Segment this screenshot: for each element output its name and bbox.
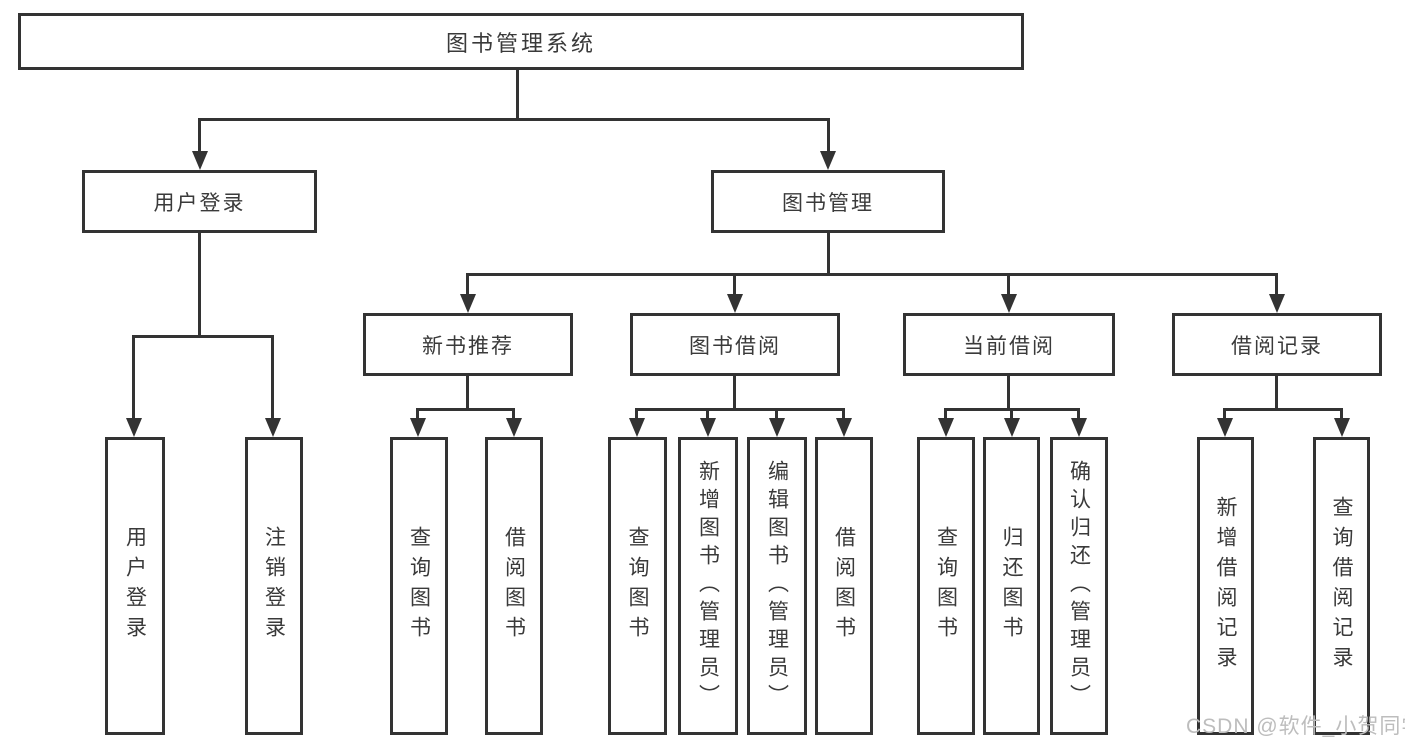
- connector-line: [827, 233, 830, 273]
- leaf-logout: 注销登录: [245, 437, 303, 735]
- connector-line: [1010, 408, 1013, 421]
- connector-line: [1077, 408, 1080, 421]
- arrowhead: [460, 294, 476, 313]
- arrowhead: [629, 418, 645, 437]
- connector-line: [733, 273, 736, 297]
- connector-line: [1275, 376, 1278, 408]
- connector-line: [842, 408, 845, 421]
- leaf-confirm-return-admin: 确认归还（管理员）: [1050, 437, 1108, 735]
- node-user-login-label: 用户登录: [153, 191, 246, 215]
- leaf-return-book: 归还图书: [983, 437, 1040, 735]
- arrowhead: [1004, 418, 1020, 437]
- connector-line: [466, 273, 1278, 276]
- connector-line: [466, 376, 469, 408]
- leaf-borrow-books-borrowing: 借阅图书: [815, 437, 873, 735]
- node-library-system: 图书管理系统: [18, 13, 1024, 70]
- connector-line: [271, 335, 274, 420]
- connector-line: [1340, 408, 1343, 421]
- node-borrowing-records-label: 借阅记录: [1231, 334, 1323, 358]
- leaf-add-borrow-record: 新增借阅记录: [1197, 437, 1254, 735]
- leaf-user-login-label: 用户登录: [123, 526, 147, 646]
- connector-line: [198, 118, 201, 156]
- connector-line: [706, 408, 709, 421]
- connector-line: [944, 408, 947, 421]
- connector-line: [512, 408, 515, 421]
- arrowhead: [1269, 294, 1285, 313]
- leaf-query-borrow-record: 查询借阅记录: [1313, 437, 1370, 735]
- leaf-query-books-borrowing-label: 查询图书: [626, 526, 650, 646]
- leaf-add-book-admin-label: 新增图书（管理员）: [696, 460, 720, 712]
- connector-line: [1007, 376, 1010, 408]
- arrowhead: [1071, 418, 1087, 437]
- node-book-management: 图书管理: [711, 170, 945, 233]
- arrowhead: [1217, 418, 1233, 437]
- node-borrowing-records: 借阅记录: [1172, 313, 1382, 376]
- leaf-query-books-recommend-label: 查询图书: [407, 526, 431, 646]
- connector-line: [635, 408, 638, 421]
- connector-line: [827, 118, 830, 156]
- leaf-borrow-books-borrowing-label: 借阅图书: [832, 526, 856, 646]
- connector-line: [198, 233, 201, 335]
- leaf-query-books-borrowing: 查询图书: [608, 437, 667, 735]
- leaf-add-borrow-record-label: 新增借阅记录: [1214, 496, 1238, 676]
- node-library-system-label: 图书管理系统: [445, 30, 596, 56]
- connector-line: [132, 335, 135, 420]
- connector-line: [1275, 273, 1278, 297]
- watermark: CSDN @软件_小贺同学: [1186, 715, 1405, 738]
- node-current-borrowing: 当前借阅: [903, 313, 1115, 376]
- node-current-borrowing-label: 当前借阅: [963, 334, 1055, 358]
- node-new-book-recommend-label: 新书推荐: [422, 334, 514, 358]
- node-new-book-recommend: 新书推荐: [363, 313, 573, 376]
- leaf-confirm-return-admin-label: 确认归还（管理员）: [1067, 460, 1091, 712]
- arrowhead: [192, 151, 208, 170]
- arrowhead: [126, 418, 142, 437]
- connector-line: [1223, 408, 1343, 411]
- connector-line: [416, 408, 419, 421]
- arrowhead: [265, 418, 281, 437]
- connector-line: [466, 273, 469, 297]
- arrowhead: [1001, 294, 1017, 313]
- connector-line: [516, 70, 519, 118]
- arrowhead: [938, 418, 954, 437]
- arrowhead: [820, 151, 836, 170]
- arrowhead: [727, 294, 743, 313]
- node-book-borrowing-label: 图书借阅: [689, 334, 781, 358]
- connector-line: [1223, 408, 1226, 421]
- arrowhead: [769, 418, 785, 437]
- node-user-login: 用户登录: [82, 170, 317, 233]
- leaf-query-books-recommend: 查询图书: [390, 437, 448, 735]
- arrowhead: [506, 418, 522, 437]
- connector-line: [198, 118, 830, 121]
- arrowhead: [700, 418, 716, 437]
- arrowhead: [1334, 418, 1350, 437]
- connector-line: [132, 335, 274, 338]
- connector-line: [635, 408, 845, 411]
- leaf-edit-book-admin-label: 编辑图书（管理员）: [765, 460, 789, 712]
- node-book-borrowing: 图书借阅: [630, 313, 840, 376]
- connector-line: [416, 408, 515, 411]
- node-book-management-label: 图书管理: [782, 191, 874, 215]
- leaf-borrow-books-recommend-label: 借阅图书: [502, 526, 526, 646]
- leaf-add-book-admin: 新增图书（管理员）: [678, 437, 738, 735]
- leaf-query-books-current: 查询图书: [917, 437, 975, 735]
- leaf-query-borrow-record-label: 查询借阅记录: [1330, 496, 1354, 676]
- connector-line: [733, 376, 736, 408]
- connector-line: [775, 408, 778, 421]
- leaf-query-books-current-label: 查询图书: [934, 526, 958, 646]
- leaf-edit-book-admin: 编辑图书（管理员）: [747, 437, 807, 735]
- arrowhead: [410, 418, 426, 437]
- leaf-return-book-label: 归还图书: [1000, 526, 1024, 646]
- leaf-user-login: 用户登录: [105, 437, 165, 735]
- leaf-logout-label: 注销登录: [262, 526, 286, 646]
- connector-line: [1007, 273, 1010, 297]
- arrowhead: [836, 418, 852, 437]
- leaf-borrow-books-recommend: 借阅图书: [485, 437, 543, 735]
